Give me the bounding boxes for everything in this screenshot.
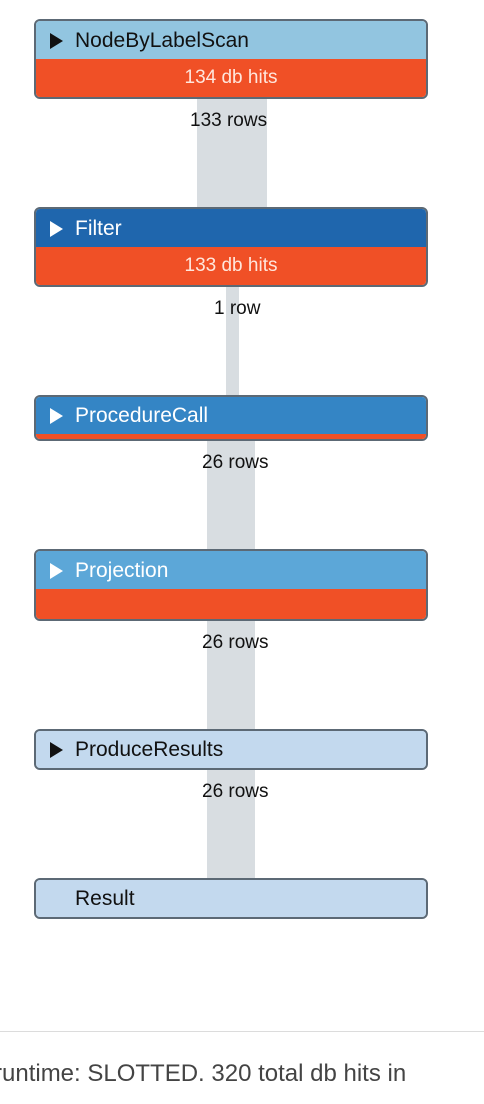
operator-header: ProcedureCall — [36, 397, 426, 435]
operator-name: NodeByLabelScan — [75, 29, 249, 52]
footer-divider — [0, 1031, 484, 1032]
db-hits-bar — [36, 434, 426, 439]
operator-name: Projection — [75, 559, 169, 582]
pipe-scan-to-filter — [197, 96, 267, 210]
db-hits-bar — [36, 589, 426, 619]
operator-header: ProduceResults — [36, 731, 426, 768]
pipe-procedurecall-to-projection — [207, 438, 255, 552]
pipe-filter-to-procedurecall — [226, 284, 239, 398]
operator-nodebylabelscan[interactable]: NodeByLabelScan 134 db hits — [34, 19, 428, 99]
operator-name: Filter — [75, 217, 122, 240]
rows-count: 133 rows — [190, 110, 268, 131]
rows-count: 26 rows — [202, 781, 269, 802]
pipe-projection-to-produceresults — [207, 618, 255, 732]
operator-header: Filter — [36, 209, 426, 249]
expand-triangle-icon[interactable] — [50, 221, 63, 237]
operator-header: Projection — [36, 551, 426, 591]
footer-summary: runtime: SLOTTED. 320 total db hits in — [0, 1060, 407, 1087]
operator-filter[interactable]: Filter 133 db hits — [34, 207, 428, 287]
operator-procedurecall[interactable]: ProcedureCall — [34, 395, 428, 441]
pipe-produceresults-to-result — [207, 767, 255, 881]
expand-triangle-icon[interactable] — [50, 563, 63, 579]
rows-count: 26 rows — [202, 452, 269, 473]
db-hits-label: 134 db hits — [184, 67, 278, 88]
operator-projection[interactable]: Projection — [34, 549, 428, 621]
operator-header: NodeByLabelScan — [36, 21, 426, 61]
db-hits-bar: 133 db hits — [36, 247, 426, 285]
db-hits-bar: 134 db hits — [36, 59, 426, 97]
operator-name: ProcedureCall — [75, 404, 209, 427]
operator-produceresults[interactable]: ProduceResults — [34, 729, 428, 770]
operator-name: ProduceResults — [75, 737, 224, 761]
db-hits-label: 133 db hits — [184, 255, 278, 276]
operator-header: Result — [36, 880, 426, 917]
expand-triangle-icon[interactable] — [50, 408, 63, 424]
rows-count: 1 row — [214, 298, 261, 319]
expand-triangle-icon[interactable] — [50, 741, 63, 758]
expand-triangle-icon[interactable] — [50, 33, 63, 49]
rows-count: 26 rows — [202, 632, 269, 653]
operator-result[interactable]: Result — [34, 878, 428, 919]
operator-name: Result — [75, 886, 135, 910]
